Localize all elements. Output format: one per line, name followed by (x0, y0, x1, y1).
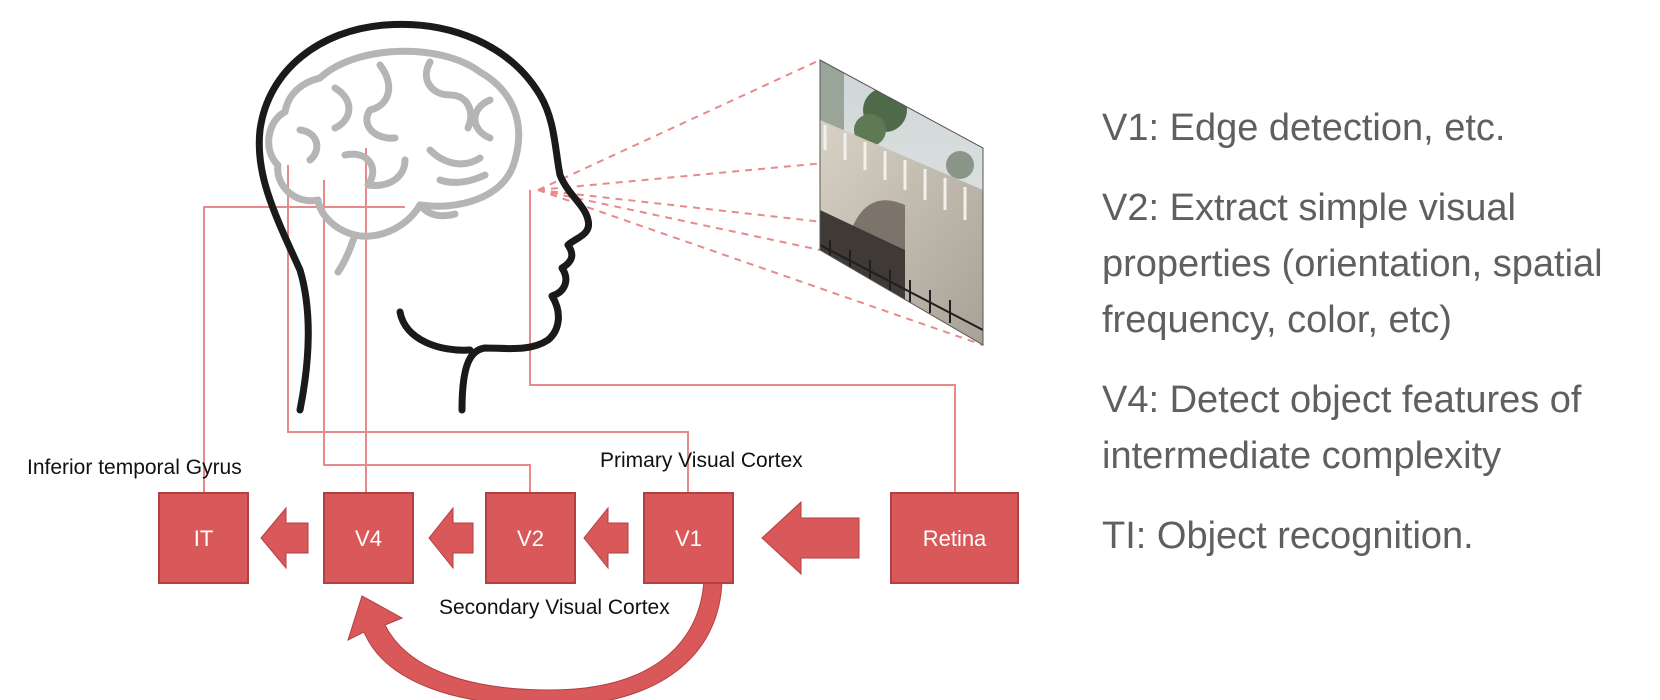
brain-icon (265, 47, 523, 276)
description-list: V1: Edge detection, etc. V2: Extract sim… (1102, 100, 1652, 588)
box-retina-label: Retina (923, 526, 987, 551)
arrow-v2-to-v4 (428, 506, 474, 570)
label-secondary-visual-cortex: Secondary Visual Cortex (439, 596, 670, 619)
v1-connector (287, 165, 689, 492)
vision-projection-lines (537, 59, 984, 346)
box-v4-label: V4 (355, 526, 382, 551)
v2-connector (323, 180, 531, 492)
box-it: IT (158, 492, 249, 584)
label-inferior-temporal-gyrus: Inferior temporal Gyrus (27, 456, 242, 479)
box-v4: V4 (323, 492, 414, 584)
label-primary-visual-cortex: Primary Visual Cortex (600, 449, 803, 472)
box-v2: V2 (485, 492, 576, 584)
box-v1-label: V1 (675, 526, 702, 551)
box-v2-label: V2 (517, 526, 544, 551)
description-v4: V4: Detect object features of intermedia… (1102, 379, 1582, 477)
connector-lines (203, 148, 956, 492)
it-connector (203, 206, 405, 492)
box-it-label: IT (194, 526, 214, 551)
flow-arrows (260, 500, 860, 576)
head-profile-icon (255, 20, 593, 414)
arrow-v1-to-v2 (583, 506, 629, 570)
box-v1: V1 (643, 492, 734, 584)
description-ti: TI: Object recognition. (1102, 515, 1474, 557)
arrow-v4-to-it (260, 506, 309, 570)
feedback-curved-arrow (347, 579, 723, 700)
arrow-retina-to-v1 (761, 500, 860, 576)
description-v2: V2: Extract simple visual properties (or… (1102, 187, 1603, 341)
description-v1: V1: Edge detection, etc. (1102, 107, 1506, 149)
retina-connector (529, 190, 956, 492)
bridge-scene-image (819, 59, 984, 346)
box-retina: Retina (890, 492, 1019, 584)
